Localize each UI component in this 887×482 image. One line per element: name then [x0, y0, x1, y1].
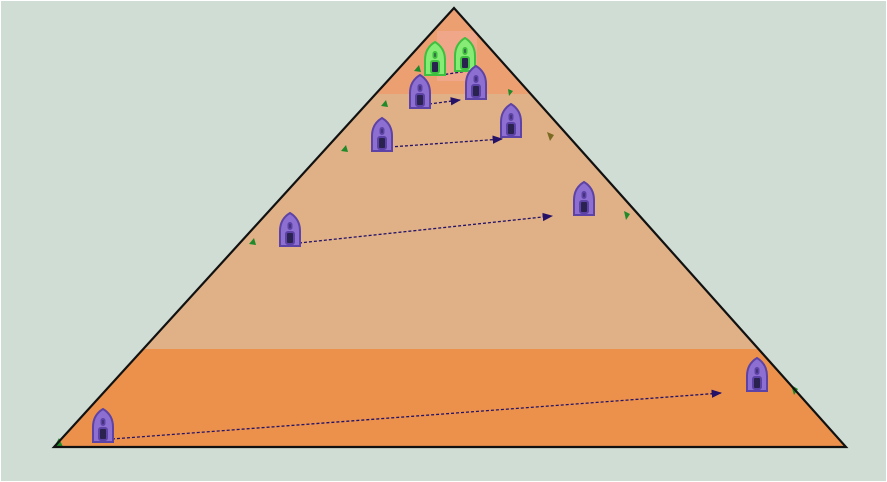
edge-tab	[381, 100, 388, 107]
purple-arch-marker-icon	[92, 408, 114, 443]
edge-tab	[624, 211, 630, 220]
purple-arch-marker-icon	[500, 103, 522, 138]
purple-arch-marker-icon	[409, 74, 431, 109]
edge-tab	[249, 238, 256, 245]
arrow-row-3	[298, 212, 554, 244]
edge-tab	[547, 132, 554, 141]
edge-tab	[414, 65, 421, 72]
arrow-row-1	[428, 97, 462, 106]
pyramid-lower-band	[54, 349, 846, 447]
purple-arch-marker-icon	[573, 181, 595, 216]
arrow-row-2	[389, 135, 504, 148]
purple-arch-marker-icon	[746, 357, 768, 392]
arrow-row-4	[111, 389, 723, 440]
edge-tab	[508, 89, 513, 96]
purple-arch-marker-icon	[371, 117, 393, 152]
pyramid-outline	[51, 6, 849, 449]
purple-arch-marker-icon	[279, 212, 301, 247]
edge-tab	[341, 145, 348, 152]
green-arch-marker-icon	[424, 41, 446, 76]
purple-arch-marker-icon	[465, 65, 487, 100]
edge-tabs	[54, 65, 798, 447]
green-arch-marker-icon	[454, 37, 476, 72]
